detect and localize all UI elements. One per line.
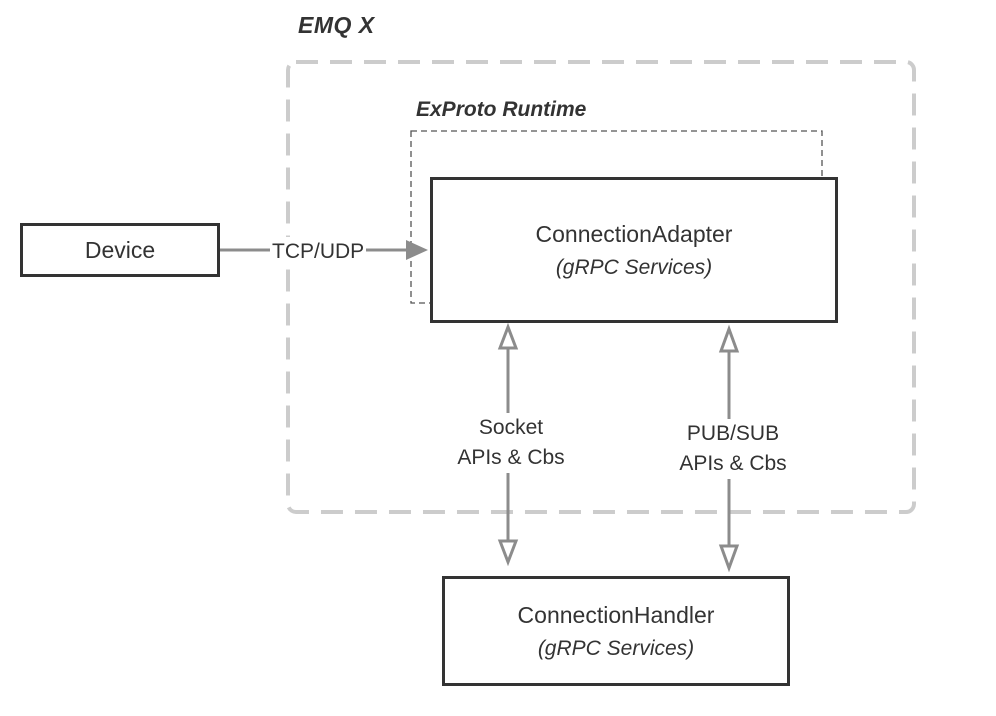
device-label: Device xyxy=(84,236,156,263)
exproto-group-title: ExProto Runtime xyxy=(416,98,587,121)
pubsub-label-line1: PUB/SUB xyxy=(686,422,780,445)
socket-label-line2: APIs & Cbs xyxy=(457,446,565,469)
socket-label-line1: Socket xyxy=(478,416,544,439)
pubsub-apis-label: PUB/SUB APIs & Cbs xyxy=(664,419,802,479)
pubsub-label-line2: APIs & Cbs xyxy=(679,452,787,475)
pubsub-arrowhead-down xyxy=(718,544,740,573)
connection-adapter-node[interactable]: ConnectionAdapter (gRPC Services) xyxy=(430,177,838,323)
emqx-group-title: EMQ X xyxy=(298,12,375,38)
connection-adapter-title: ConnectionAdapter xyxy=(535,220,733,247)
pubsub-arrowhead-up xyxy=(718,324,740,353)
socket-apis-label: Socket APIs & Cbs xyxy=(444,413,578,473)
socket-arrowhead-down xyxy=(497,539,519,567)
emqx-group-border xyxy=(286,60,916,514)
connection-handler-title: ConnectionHandler xyxy=(517,601,715,628)
connection-handler-node[interactable]: ConnectionHandler (gRPC Services) xyxy=(442,576,790,686)
connection-adapter-subtitle: (gRPC Services) xyxy=(555,255,713,279)
exproto-group-border xyxy=(410,130,823,304)
socket-arrowhead-up xyxy=(497,322,519,350)
tcp-udp-arrowhead xyxy=(406,240,428,260)
connection-handler-subtitle: (gRPC Services) xyxy=(537,636,695,660)
device-node[interactable]: Device xyxy=(20,223,220,277)
tcp-udp-label: TCP/UDP xyxy=(270,237,367,267)
